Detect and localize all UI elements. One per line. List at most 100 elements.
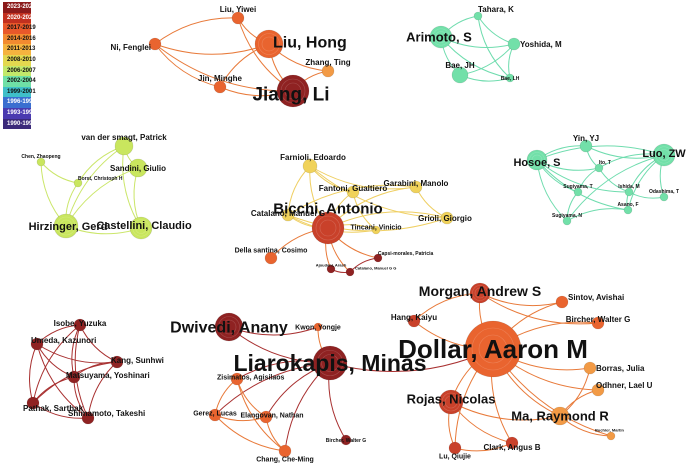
node-circle (474, 287, 486, 299)
node-odhner-lael[interactable] (591, 383, 605, 397)
node-luo-zw[interactable] (652, 143, 676, 167)
node-circle (231, 11, 245, 25)
node-liu-yiwei[interactable] (231, 11, 245, 25)
node-buchler-martin[interactable] (606, 431, 616, 441)
legend-item-7: 2002-2004 (3, 76, 36, 87)
node-kwon-yongje[interactable] (313, 322, 323, 332)
node-label: Kang, Sunhwi (111, 356, 164, 365)
node-sintov-avishai[interactable] (555, 295, 569, 309)
legend-label: 1993-1995 (7, 109, 36, 116)
node-hang-kaiyu[interactable] (407, 314, 421, 328)
node-lu-qiujie[interactable] (448, 441, 462, 455)
node-yin-yj[interactable] (579, 139, 593, 153)
node-borst-christoph[interactable] (73, 178, 83, 188)
node-umeda-kazunori[interactable] (30, 337, 44, 351)
node-kang-sunhwi[interactable] (110, 355, 124, 369)
node-catalano-manuel[interactable] (281, 208, 295, 222)
node-grioli-giorgio[interactable] (440, 211, 454, 225)
node-circle (278, 444, 292, 458)
node-circle (67, 370, 81, 384)
node-ito-t[interactable] (594, 163, 604, 173)
node-borras-julia[interactable] (583, 361, 597, 375)
legend-item-2: 2017-2019 (3, 23, 36, 34)
node-dollar-aaron[interactable] (464, 320, 522, 378)
node-bircher-small[interactable] (340, 434, 352, 446)
node-chang-che-ming[interactable] (278, 444, 292, 458)
node-farnioli-edoardo[interactable] (302, 158, 318, 174)
node-isobe-yuzuka[interactable] (73, 318, 87, 332)
node-della-santina[interactable] (264, 251, 278, 265)
node-bae-lh[interactable] (505, 73, 515, 83)
node-circle (345, 267, 355, 277)
edge (566, 154, 665, 222)
node-liu-hong[interactable] (254, 29, 284, 59)
node-label: Capsi-morales, Patricia (378, 251, 434, 257)
node-ishida-m[interactable] (624, 187, 634, 197)
node-matsuyama-yoshinari[interactable] (67, 370, 81, 384)
node-catalano-manuel2[interactable] (345, 267, 355, 277)
node-fantoni-gualtiero[interactable] (346, 185, 360, 199)
node-rojas-nicolas[interactable] (438, 389, 464, 415)
node-bicchi-antonio[interactable] (311, 211, 345, 245)
node-zisimatos[interactable] (230, 372, 244, 386)
node-label: Elangovan, Nathan (240, 412, 303, 419)
node-dwivedi-anany[interactable] (214, 312, 244, 342)
node-bae-jh[interactable] (451, 66, 469, 84)
node-circle (264, 251, 278, 265)
node-label: Castellini, Claudio (96, 220, 192, 232)
node-sugiyama-t[interactable] (573, 187, 583, 197)
node-yoshida-m[interactable] (507, 37, 521, 51)
node-label: Ito, T (599, 160, 611, 166)
node-garabini-manolo[interactable] (409, 180, 423, 194)
node-circle (213, 80, 227, 94)
node-tincani-vinicio[interactable] (371, 225, 381, 235)
node-circle (321, 354, 339, 372)
node-label: Gerez, Lucas (193, 410, 237, 417)
node-label: Grioli, Giorgio (418, 214, 472, 223)
node-circle (81, 411, 95, 425)
node-morgan-andrew[interactable] (469, 282, 491, 304)
node-liarokapis-minas[interactable] (312, 345, 348, 381)
node-sandini-giulio[interactable] (128, 158, 148, 178)
node-ni-fenglei[interactable] (148, 37, 162, 51)
node-label: Borras, Julia (596, 364, 645, 373)
node-gerez-lucas[interactable] (208, 408, 222, 422)
node-label: Hosoe, S (513, 157, 560, 169)
node-zhang-ting[interactable] (321, 64, 335, 78)
node-jiang-li[interactable] (276, 74, 310, 108)
node-sugiyama-n[interactable] (562, 216, 572, 226)
node-ma-raymond[interactable] (550, 406, 570, 426)
node-odashima-t[interactable] (659, 192, 669, 202)
node-hirzinger-gerd[interactable] (53, 213, 79, 239)
node-circle (451, 66, 469, 84)
node-bircher-walter[interactable] (591, 316, 605, 330)
node-asano-f[interactable] (623, 205, 633, 215)
node-van-der-smagt[interactable] (114, 136, 134, 156)
node-label: Shimamoto, Takeshi (68, 409, 145, 418)
node-ajoudani[interactable] (326, 264, 336, 274)
node-label: Arimoto, S (406, 30, 472, 45)
node-circle (573, 187, 583, 197)
node-circle (507, 37, 521, 51)
node-circle (409, 180, 423, 194)
node-label: Matsuyama, Yoshinari (66, 371, 150, 380)
node-castellini-claudio[interactable] (129, 216, 153, 240)
node-clark-angus[interactable] (505, 436, 519, 450)
edge (32, 324, 81, 404)
node-label: Farnioli, Edoardo (280, 153, 346, 162)
node-circle (407, 314, 421, 328)
node-shimamoto-takeshi[interactable] (81, 411, 95, 425)
node-tahara-k[interactable] (473, 11, 483, 21)
node-hosoe-s[interactable] (526, 149, 548, 171)
node-arimoto-s[interactable] (429, 25, 453, 49)
node-pathak-sarthak[interactable] (26, 396, 40, 410)
node-circle (591, 316, 605, 330)
node-jin-minghe[interactable] (213, 80, 227, 94)
node-label: Bircher, Walter G (326, 438, 366, 444)
node-elangovan-nathan[interactable] (259, 410, 273, 424)
node-chen-zhaopeng[interactable] (36, 157, 46, 167)
node-capsi-morales[interactable] (373, 253, 383, 263)
legend-label: 2020-2022 (7, 14, 36, 21)
node-circle (114, 136, 134, 156)
